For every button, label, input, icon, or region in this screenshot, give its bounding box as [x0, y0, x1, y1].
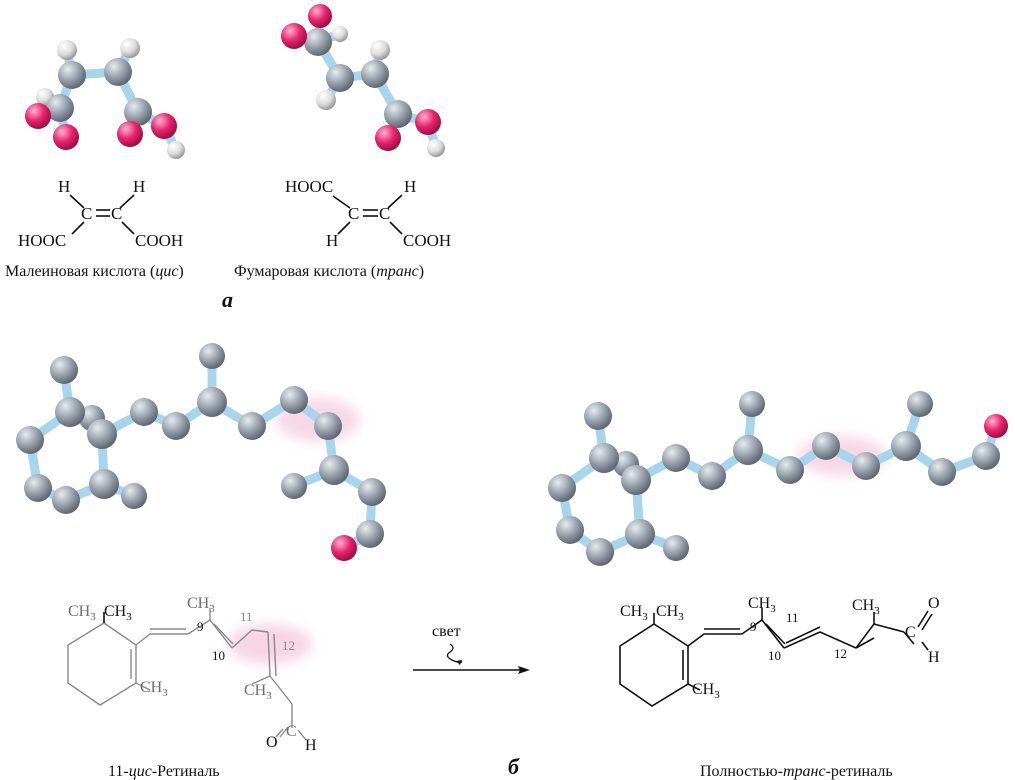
trans-aldehyde-h: H — [928, 649, 940, 666]
trans-methyl-a: CH3 — [620, 603, 648, 623]
cis-retinal-caption: 11-цис-Ретиналь — [108, 763, 220, 780]
cis-aldehyde-c: C — [286, 723, 297, 740]
trans-num-9: 9 — [750, 619, 757, 634]
cis-methyl-b: CH3 — [104, 603, 132, 623]
fumaric-caption: Фумаровая кислота (транс) — [234, 263, 424, 280]
trans-num-12: 12 — [834, 646, 847, 661]
arrow-label-light: свет — [432, 623, 461, 640]
cis-methyl-c9: CH3 — [187, 595, 215, 615]
trans-methyl-c13: CH3 — [852, 597, 880, 617]
fumaric-acid-model — [281, 4, 445, 157]
maleic-group-hooc: HOOC — [18, 231, 66, 250]
maleic-acid-model — [25, 38, 185, 159]
trans-aldehyde-o: O — [928, 595, 940, 612]
fumaric-group-hooc: HOOC — [285, 177, 333, 196]
cis-num-10: 10 — [212, 648, 225, 663]
trans-methyl-c9: CH3 — [748, 595, 776, 615]
trans-retinal-model — [548, 391, 1008, 566]
cis-num-12: 12 — [282, 638, 295, 653]
arrow-head-icon — [518, 666, 530, 674]
light-reaction-arrow: свет — [413, 623, 530, 674]
cis-aldehyde-h: H — [305, 737, 317, 754]
fumaric-c-left: C — [348, 204, 359, 223]
cis-num-9: 9 — [197, 619, 204, 634]
trans-num-10: 10 — [768, 648, 781, 663]
maleic-c-left: C — [81, 204, 92, 223]
cis-methyl-a: CH3 — [68, 603, 96, 623]
panel-label-b: б — [508, 754, 520, 779]
cis-aldehyde-o: O — [266, 734, 278, 751]
trans-retinal-formula: CH3 CH3 CH3 CH3 CH3 9 10 11 12 O C H — [619, 595, 940, 707]
fumaric-h-left: H — [326, 231, 338, 250]
maleic-group-cooh: COOH — [135, 231, 183, 250]
trans-retinal-caption: Полностью-транс-ретиналь — [700, 763, 893, 780]
fumaric-c-right: C — [379, 204, 390, 223]
fumaric-h-right: H — [404, 177, 416, 196]
fumaric-acid-formula: HOOC H C C H COOH — [285, 177, 451, 250]
trans-methyl-b: CH3 — [656, 603, 684, 623]
cis-methyl-c13: CH3 — [244, 682, 272, 702]
maleic-c-right: C — [111, 204, 122, 223]
cis-num-11: 11 — [240, 609, 253, 624]
cis-retinal-model — [16, 343, 386, 561]
maleic-caption: Малеиновая кислота (цис) — [5, 263, 184, 280]
trans-aldehyde-c: C — [905, 624, 916, 641]
fumaric-group-cooh: COOH — [403, 231, 451, 250]
cis-methyl-ring: CH3 — [140, 679, 168, 699]
maleic-acid-formula: H H C C HOOC COOH — [18, 177, 183, 250]
maleic-h-left: H — [58, 177, 70, 196]
maleic-h-right: H — [133, 177, 145, 196]
cis-retinal-formula: CH3 CH3 CH3 CH3 CH3 9 10 11 12 O C H — [67, 595, 317, 754]
light-wave-icon — [446, 643, 463, 663]
panel-label-a: а — [222, 287, 233, 312]
trans-num-11: 11 — [786, 610, 799, 625]
trans-methyl-ring: CH3 — [692, 681, 720, 701]
